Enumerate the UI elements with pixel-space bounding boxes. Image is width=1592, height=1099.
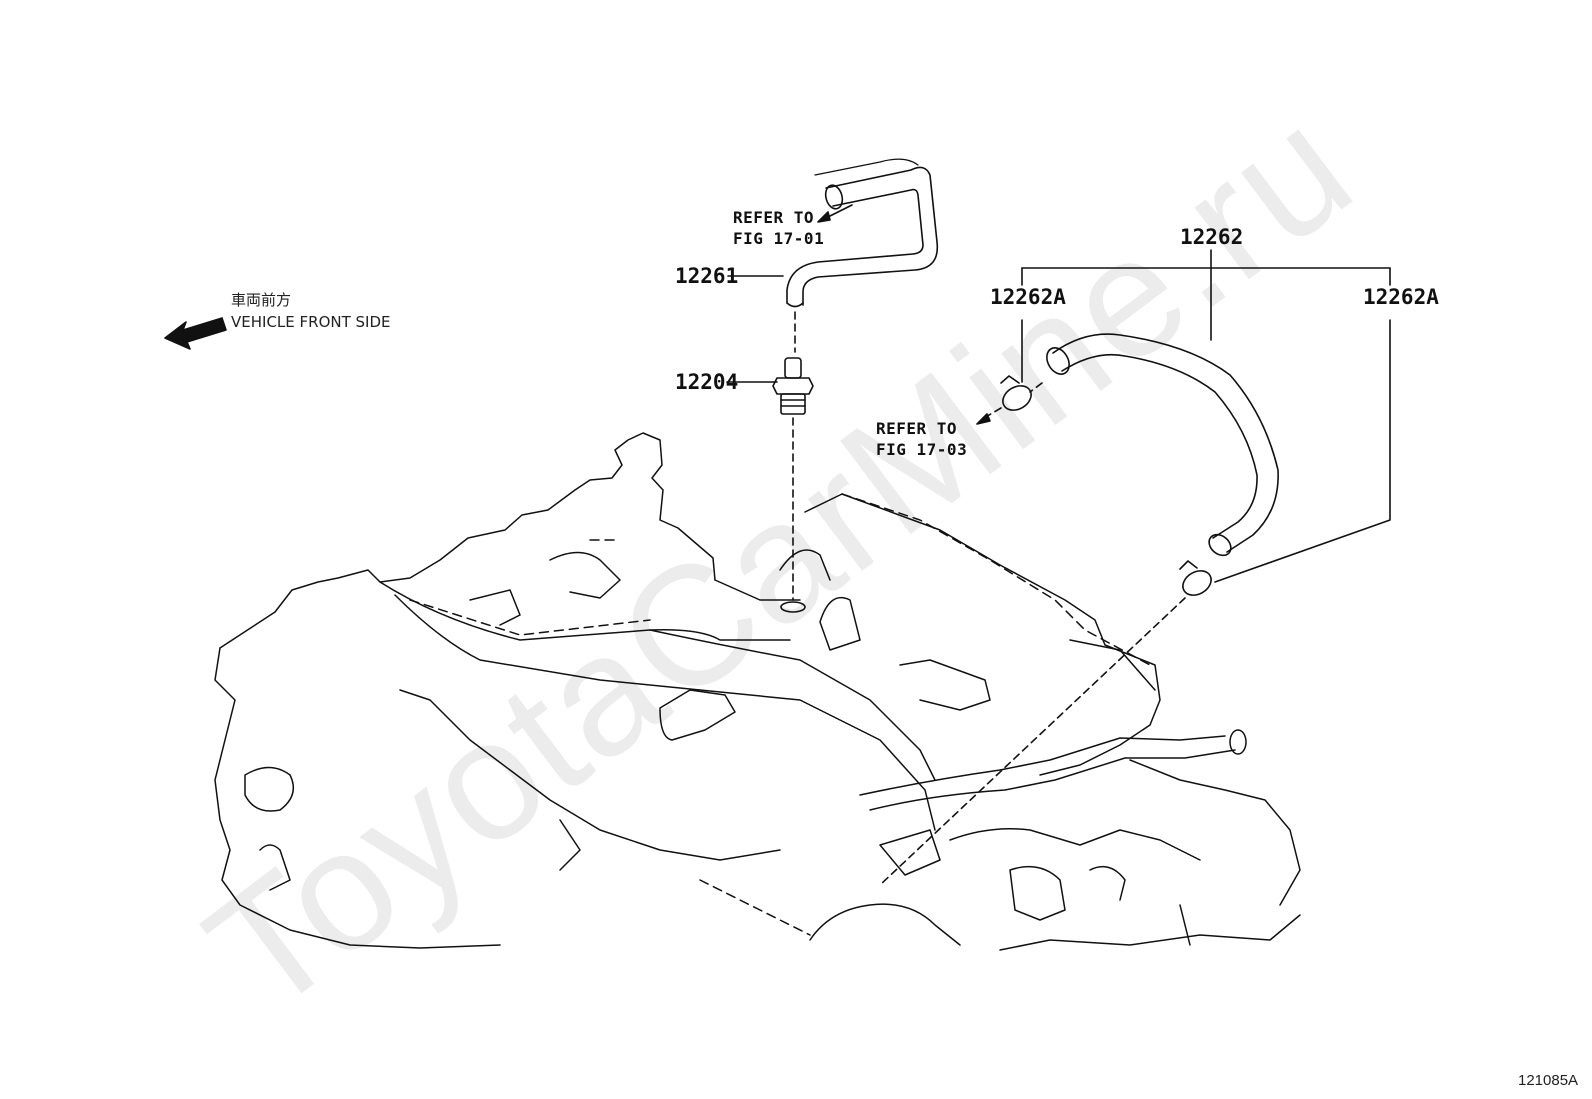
engine-outline — [214, 432, 1301, 951]
part-label-12262a-left[interactable]: 12262A — [990, 285, 1066, 309]
clamp-left — [1000, 375, 1032, 411]
figure-id: 121085A — [1518, 1072, 1579, 1089]
refer-line2: FIG 17-03 — [876, 440, 968, 459]
refer-to-fig-17-03[interactable]: REFER TO FIG 17-03 — [876, 418, 967, 460]
vehicle-front-arrow-icon — [164, 317, 227, 350]
part-label-12261[interactable]: 12261 — [675, 264, 739, 288]
refer-line2: FIG 17-01 — [733, 229, 825, 248]
engine-cover-dashed — [409, 493, 1151, 936]
vehicle-front-label: 車両前方 VEHICLE FRONT SIDE — [231, 289, 391, 333]
refer-line1: REFER TO — [733, 208, 815, 227]
vehicle-front-japanese: 車両前方 — [231, 291, 292, 309]
hose-12261 — [786, 158, 939, 308]
refer-to-fig-17-01[interactable]: REFER TO FIG 17-01 — [733, 207, 824, 249]
pcv-valve-12204 — [772, 357, 814, 415]
part-label-12262a-right[interactable]: 12262A — [1363, 285, 1439, 309]
part-label-12204[interactable]: 12204 — [675, 370, 739, 394]
clamp-right — [1179, 560, 1212, 596]
refer-line1: REFER TO — [876, 419, 958, 438]
hose-12262 — [1046, 333, 1279, 557]
part-label-12262[interactable]: 12262 — [1180, 225, 1244, 249]
valve-port — [780, 601, 806, 613]
vehicle-front-english: VEHICLE FRONT SIDE — [231, 313, 391, 331]
